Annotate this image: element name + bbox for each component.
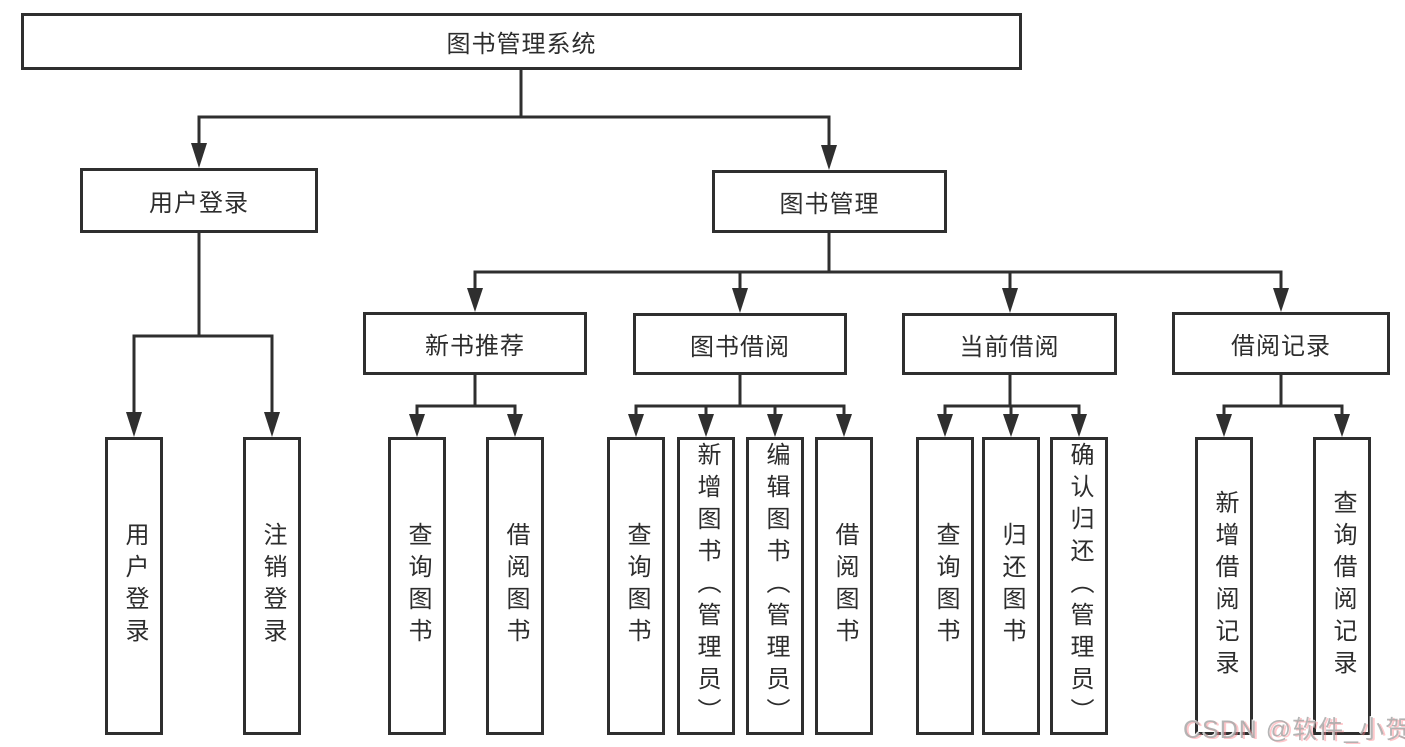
leaf-node-label: 编辑图书（管理员）	[762, 442, 789, 730]
leaf-node-logout: 注销登录	[243, 437, 301, 735]
group-node-new-book-recommend: 新书推荐	[363, 312, 587, 375]
leaf-node-label: 查询图书	[623, 522, 650, 650]
leaf-node-label: 确认归还（管理员）	[1066, 442, 1093, 730]
arrowheads	[126, 143, 1350, 437]
csdn-watermark: CSDN @软件_小贺同学	[1183, 716, 1405, 744]
leaf-node-label: 查询图书	[404, 522, 431, 650]
group-node-label: 当前借阅	[959, 333, 1060, 361]
group-node-label: 借阅记录	[1231, 333, 1331, 360]
group-node-label: 图书借阅	[690, 333, 790, 361]
root-node-label: 图书管理系统	[446, 31, 597, 58]
leaf-node-query-books: 查询图书	[607, 437, 665, 735]
leaf-node-confirm-return-admin: 确认归还（管理员）	[1050, 437, 1108, 735]
leaf-node-label: 用户登录	[121, 522, 148, 650]
group-node-borrow-records: 借阅记录	[1172, 312, 1390, 375]
root-node-library-system: 图书管理系统	[21, 13, 1022, 70]
leaf-node-label: 借阅图书	[831, 522, 858, 650]
group-node-label: 新书推荐	[425, 333, 525, 360]
leaf-node-label: 新增图书（管理员）	[693, 442, 720, 730]
leaf-node-label: 新增借阅记录	[1211, 490, 1238, 682]
leaf-node-add-borrow-record: 新增借阅记录	[1195, 437, 1253, 735]
leaf-node-return-books: 归还图书	[982, 437, 1040, 735]
leaf-node-label: 注销登录	[259, 522, 286, 650]
leaf-node-query-books: 查询图书	[916, 437, 974, 735]
leaf-node-borrow-books: 借阅图书	[815, 437, 873, 735]
group-node-book-borrow: 图书借阅	[633, 313, 847, 375]
branch-node-label: 图书管理	[779, 191, 880, 218]
group-node-current-borrow: 当前借阅	[902, 313, 1117, 375]
leaf-node-query-books: 查询图书	[388, 437, 446, 735]
leaf-node-user-login: 用户登录	[105, 437, 163, 735]
leaf-node-label: 借阅图书	[502, 522, 529, 650]
leaf-node-borrow-books: 借阅图书	[486, 437, 544, 735]
branch-node-user-login: 用户登录	[80, 168, 318, 233]
leaf-node-add-books-admin: 新增图书（管理员）	[677, 437, 735, 735]
leaf-node-query-borrow-record: 查询借阅记录	[1313, 437, 1371, 735]
branch-node-label: 用户登录	[149, 190, 249, 217]
leaf-node-edit-books-admin: 编辑图书（管理员）	[746, 437, 804, 735]
branch-node-book-manage: 图书管理	[712, 170, 947, 233]
leaf-node-label: 查询图书	[932, 522, 959, 650]
leaf-node-label: 归还图书	[998, 522, 1025, 650]
leaf-node-label: 查询借阅记录	[1329, 490, 1356, 682]
